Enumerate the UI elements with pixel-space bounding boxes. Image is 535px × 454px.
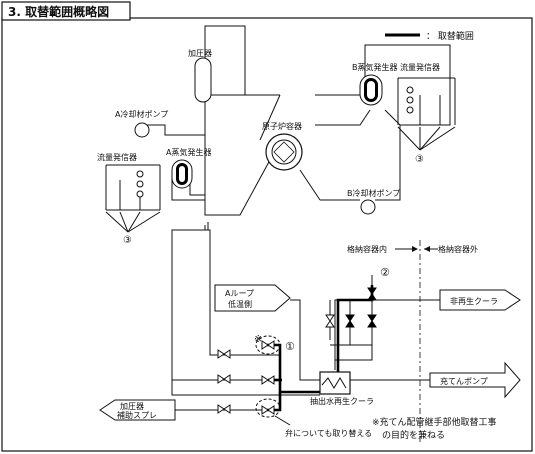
b-coolant-pump: B冷却材ポンプ — [347, 188, 400, 215]
b-marker-3: ③ — [415, 154, 424, 165]
spray-l1: 加圧器 — [120, 401, 144, 411]
spray-arrow: 加圧器 補助スプレ — [99, 399, 176, 421]
footnote-l2: の目的を兼ねる — [382, 429, 445, 441]
containment-boundary: 格納容器内 格納容器外 — [347, 240, 478, 445]
spray-l2: 補助スプレ — [117, 410, 157, 420]
diagram-title: 3. 取替範囲概略図 — [8, 4, 109, 19]
pressurizer-label: 加圧器 — [188, 48, 212, 58]
b-steam-generator: B蒸気発生器 — [352, 62, 398, 106]
note-mark: ※ — [254, 334, 262, 345]
cvcs-lines — [171, 222, 440, 411]
a-sg-label: A蒸気発生器 — [166, 147, 211, 157]
aloop-l1: Aループ — [225, 289, 254, 298]
a-marker-3: ③ — [123, 235, 132, 246]
charging-pump-label: 充てんポンプ — [440, 376, 488, 386]
footnote-l1: ※充てん配管継手部他取替工事 — [372, 416, 497, 428]
title-box — [1, 1, 131, 21]
marker-2: ② — [380, 266, 390, 279]
boundary-inside: 格納容器内 — [347, 244, 387, 254]
valve-note: 弁についても取り替える — [285, 428, 372, 438]
aloop-l2: 低温側 — [228, 299, 252, 309]
regen-heat-exchanger: 抽出水再生クーラ — [310, 371, 374, 406]
valve-clouds: ※ ① ② — [254, 266, 390, 418]
regen-hx-label: 抽出水再生クーラ — [310, 396, 374, 406]
vessel-label: 原子炉容器 — [262, 121, 302, 131]
diagram-border — [1, 17, 533, 452]
b-pump-label: B冷却材ポンプ — [347, 188, 400, 198]
legend-label: ： 取替範囲 — [426, 30, 474, 42]
valves — [217, 287, 377, 415]
nonregen-arrow: 非再生クーラ — [439, 289, 521, 311]
b-flow-transmitters: 流量発信器 ③ — [397, 62, 456, 165]
b-flow-label: 流量発信器 — [400, 62, 440, 72]
aloop-arrow: Aループ 低温側 — [214, 284, 291, 312]
a-flow-transmitters: 流量発信器 ③ — [97, 152, 161, 246]
a-coolant-pump: A冷却材ポンプ — [115, 109, 168, 138]
nonregen-label: 非再生クーラ — [450, 296, 498, 306]
a-pump-label: A冷却材ポンプ — [115, 109, 168, 119]
pressurizer: 加圧器 — [188, 48, 212, 103]
boundary-outside: 格納容器外 — [438, 244, 478, 254]
a-flow-label: 流量発信器 — [97, 152, 137, 162]
charging-pump-arrow: 充てんポンプ — [429, 361, 521, 399]
reactor-vessel: 原子炉容器 — [262, 121, 303, 171]
a-steam-generator: A蒸気発生器 — [166, 147, 211, 189]
b-sg-label: B蒸気発生器 — [352, 62, 398, 72]
marker-1: ① — [285, 340, 295, 353]
